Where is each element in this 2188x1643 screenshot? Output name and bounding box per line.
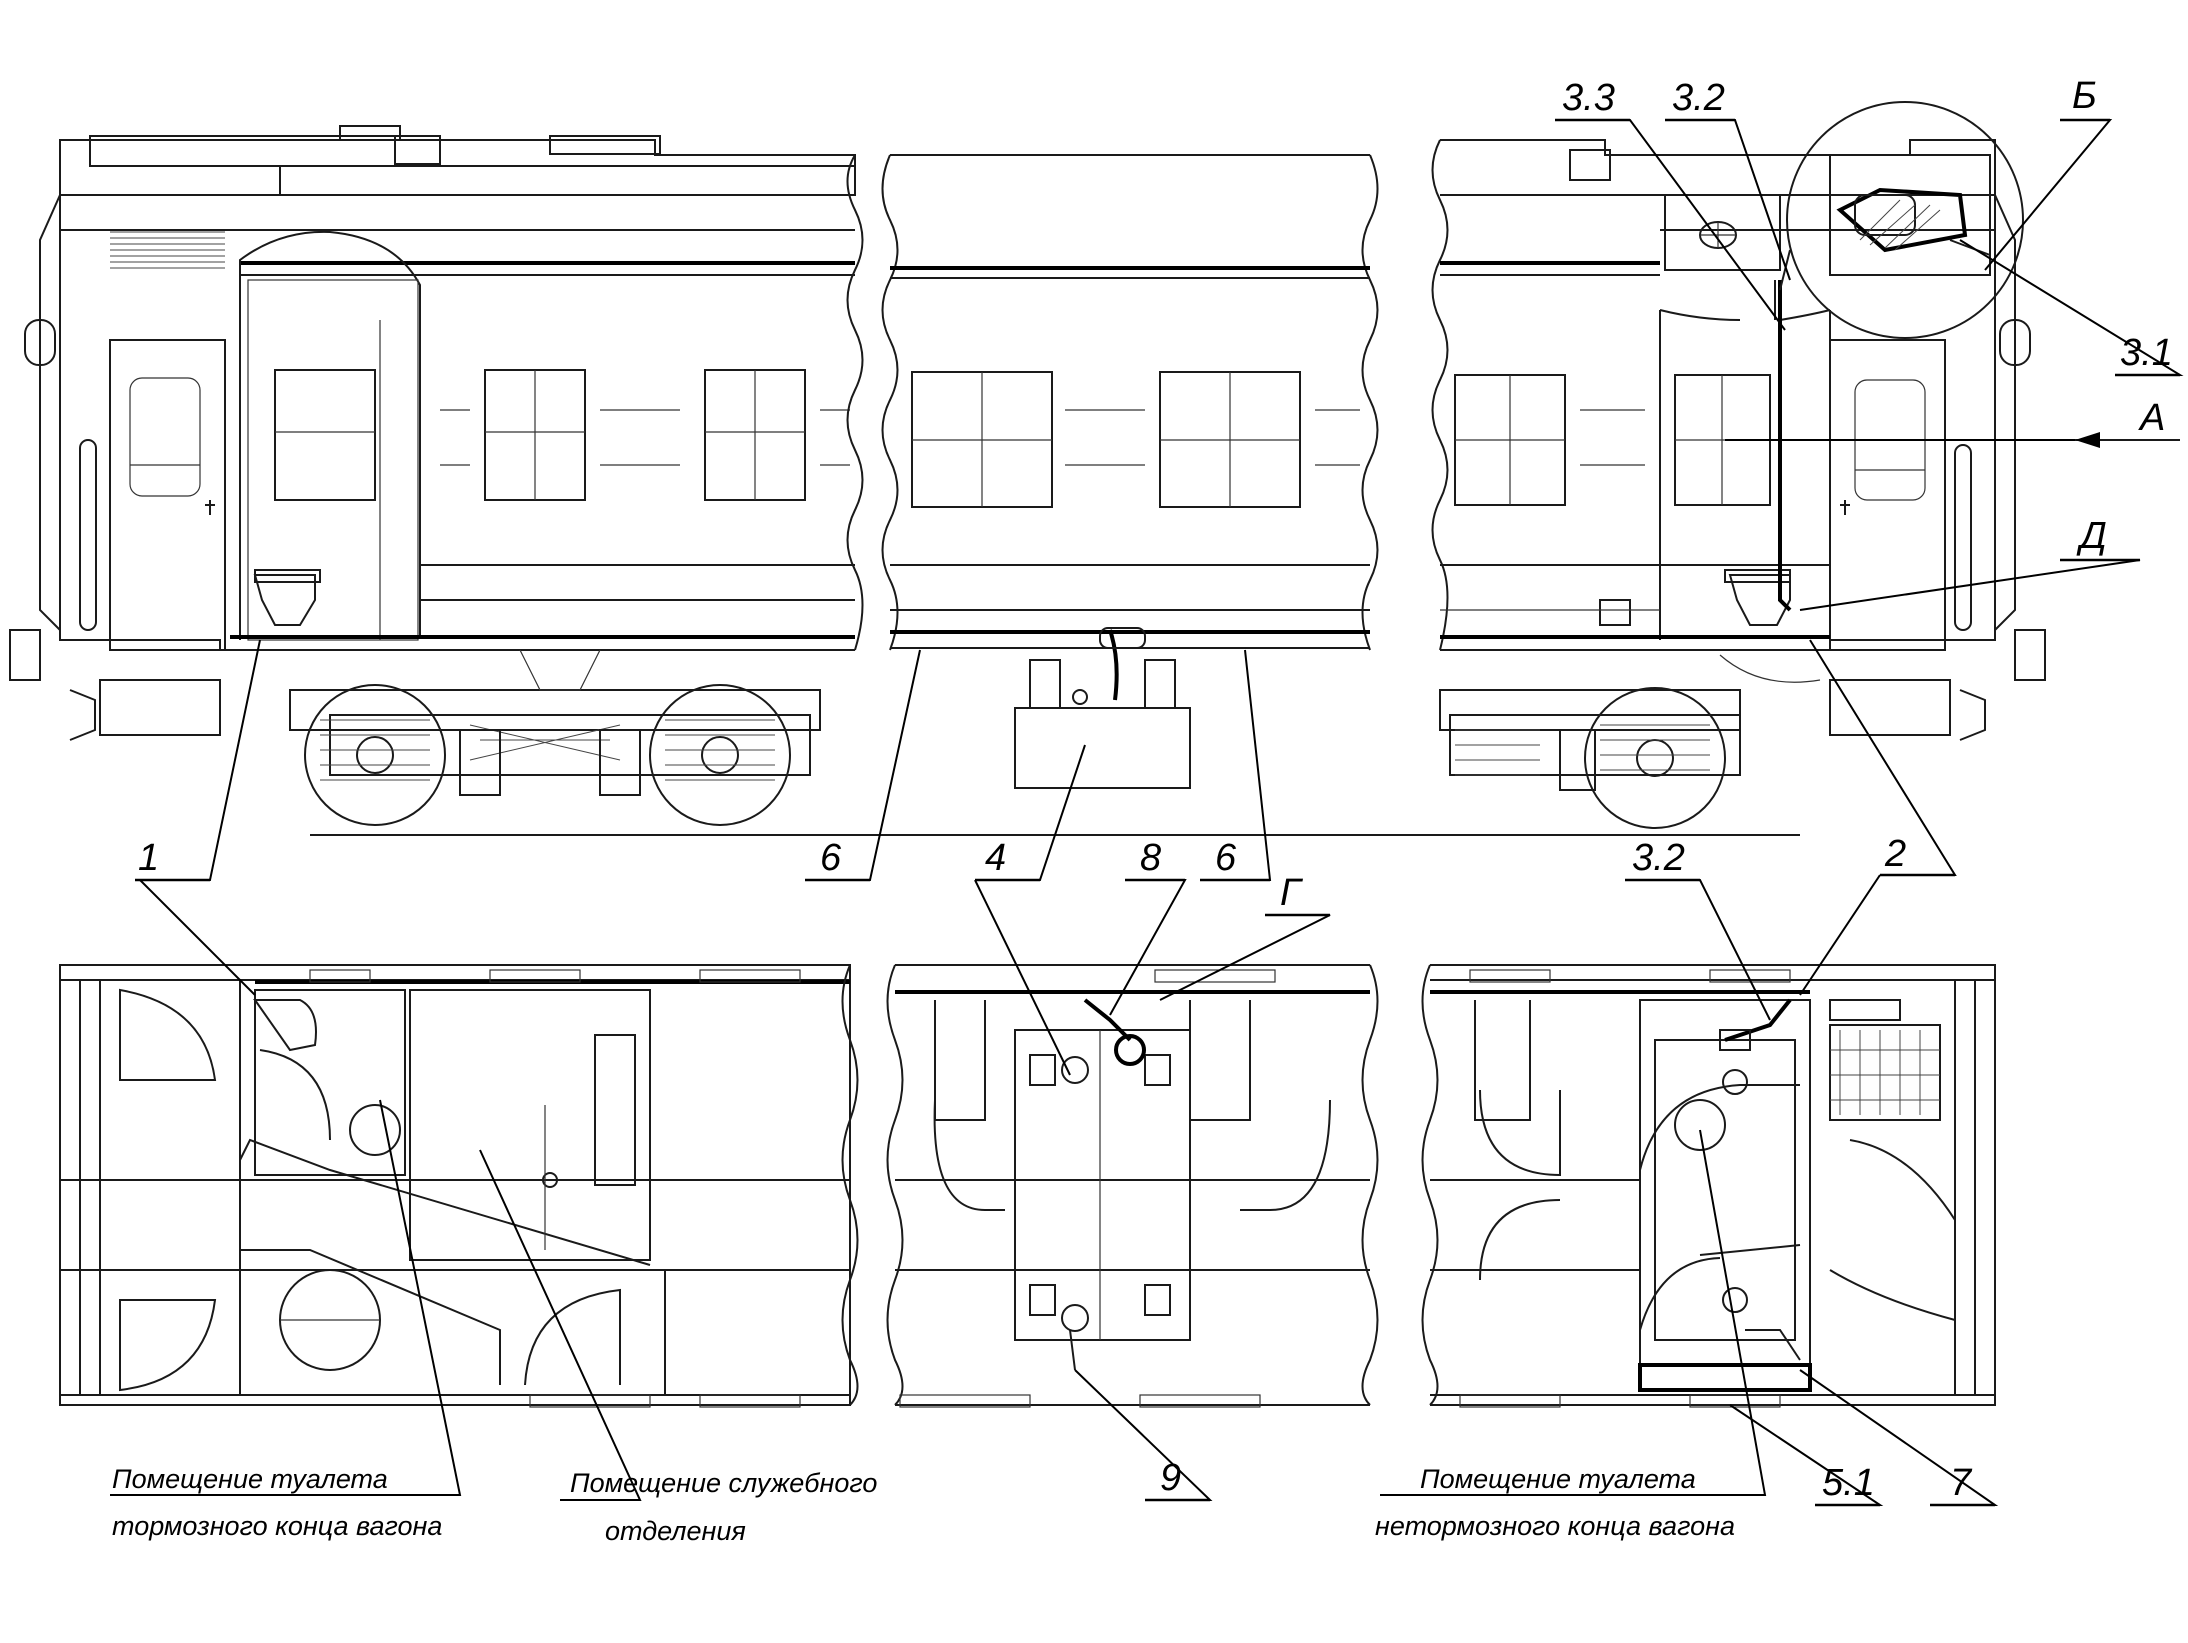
label-2: 2 <box>1884 833 1906 875</box>
plan-view-left-section <box>59 964 859 1408</box>
label-3-3: 3.3 <box>1562 77 1615 119</box>
side-view-middle-section <box>881 154 1379 789</box>
plan-view-right-section <box>1421 964 1996 1408</box>
label-3-1: 3.1 <box>2120 332 2173 374</box>
caption-toilet-nonbrake-end-line2: нетормозного конца вагона <box>1375 1511 1735 1541</box>
caption-toilet-brake-end-line1: Помещение туалета <box>112 1464 388 1494</box>
view-arrow-a <box>2075 432 2180 448</box>
label-7: 7 <box>1950 1462 1973 1504</box>
label-6-right: 6 <box>1215 837 1237 879</box>
plan-view-middle-section <box>886 964 1379 1408</box>
label-3-2-bottom: 3.2 <box>1632 837 1685 879</box>
label-8: 8 <box>1140 837 1161 879</box>
label-4: 4 <box>985 837 1006 879</box>
side-view-right-section <box>1431 139 2046 829</box>
label-3-2-top: 3.2 <box>1672 77 1725 119</box>
label-d: Д <box>2076 515 2107 557</box>
label-6-left: 6 <box>820 837 842 879</box>
detail-circle-b <box>1786 101 2024 339</box>
label-b: Б <box>2072 75 2097 117</box>
caption-service-room-line1: Помещение служебного <box>570 1468 877 1498</box>
caption-service-room-line2: отделения <box>605 1516 746 1546</box>
room-captions: Помещение туалета тормозного конца вагон… <box>112 1464 1735 1546</box>
caption-toilet-brake-end-line2: тормозного конца вагона <box>112 1511 442 1541</box>
callout-labels: 1 2 3.1 3.2 3.3 3.2 4 5.1 6 6 7 8 9 А Б … <box>135 75 2180 1507</box>
label-1: 1 <box>138 837 159 879</box>
label-9: 9 <box>1160 1457 1181 1499</box>
caption-toilet-nonbrake-end-line1: Помещение туалета <box>1420 1464 1696 1494</box>
label-5-1: 5.1 <box>1822 1462 1875 1504</box>
label-g: Г <box>1280 872 1304 914</box>
label-a: А <box>2138 397 2165 439</box>
side-view-left-section <box>9 125 1800 836</box>
